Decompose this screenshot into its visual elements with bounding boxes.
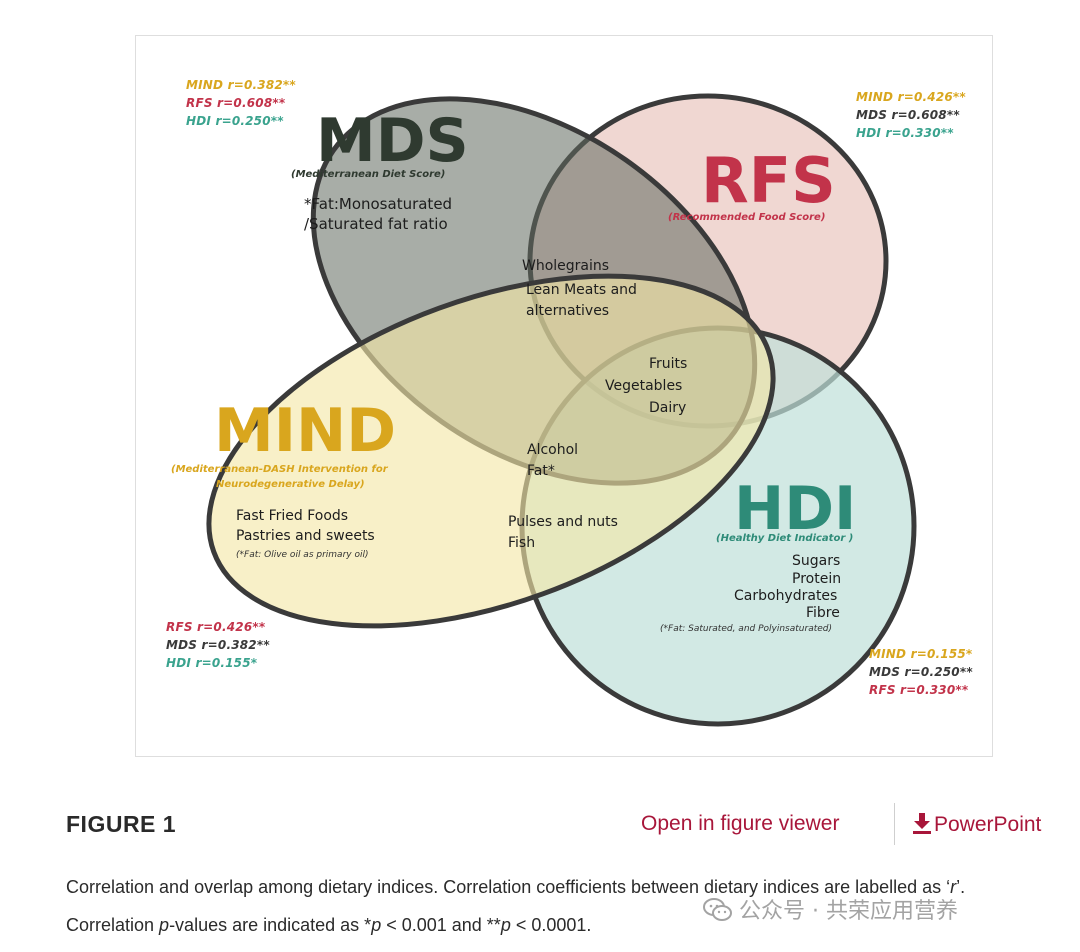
- rfs-subtitle: (Recommended Food Score): [668, 212, 826, 223]
- mind-fat-note: (*Fat: Olive oil as primary oil): [236, 550, 369, 560]
- hdi-correlations: MIND r=0.155* MDS r=0.250** RFS r=0.330*…: [869, 645, 973, 699]
- rfs-corr-mind: MIND r=0.426**: [856, 90, 966, 104]
- mds-note-2: /Saturated fat ratio: [304, 215, 448, 233]
- mind-correlations: RFS r=0.426** MDS r=0.382** HDI r=0.155*: [166, 618, 270, 672]
- hdi-title: HDI: [734, 474, 857, 544]
- caption-text-3: -values are indicated as *: [169, 915, 372, 935]
- figure-image: MIND r=0.382** RFS r=0.608** HDI r=0.250…: [135, 35, 993, 757]
- caption-text-2: ’. Correlation: [66, 877, 966, 935]
- overlap-fat: Fat*: [527, 463, 555, 479]
- mind-item-fast-fried: Fast Fried Foods: [236, 508, 349, 524]
- mind-subtitle-2: Neurodegenerative Delay): [216, 479, 365, 490]
- figure-caption: Correlation and overlap among dietary in…: [66, 868, 1056, 944]
- rfs-corr-mds: MDS r=0.608**: [856, 108, 960, 122]
- hdi-item-fibre: Fibre: [806, 605, 840, 621]
- hdi-item-protein: Protein: [792, 571, 842, 587]
- overlap-wholegrains: Wholegrains: [522, 258, 610, 274]
- caption-text-5: < 0.0001.: [510, 915, 592, 935]
- overlap-dairy: Dairy: [649, 400, 687, 416]
- download-icon: [912, 812, 932, 840]
- overlap-pulses-nuts: Pulses and nuts: [508, 514, 618, 530]
- mind-subtitle-1: (Mediterranean-DASH Intervention for: [171, 464, 388, 475]
- overlap-alcohol: Alcohol: [527, 442, 579, 458]
- caption-text-1: Correlation and overlap among dietary in…: [66, 877, 951, 897]
- overlap-fish: Fish: [508, 535, 536, 551]
- overlap-lean-meats-1: Lean Meats and: [526, 282, 637, 298]
- rfs-corr-hdi: HDI r=0.330**: [856, 126, 954, 140]
- rfs-correlations: MIND r=0.426** MDS r=0.608** HDI r=0.330…: [856, 88, 966, 142]
- mds-corr-hdi: HDI r=0.250**: [186, 114, 284, 128]
- hdi-corr-rfs: RFS r=0.330**: [869, 683, 969, 697]
- mind-ellipse: [206, 273, 776, 629]
- venn-diagram: [206, 93, 917, 727]
- hdi-corr-mind: MIND r=0.155*: [869, 647, 973, 661]
- powerpoint-label: PowerPoint: [934, 813, 1042, 836]
- overlap-vegetables: Vegetables: [605, 378, 683, 394]
- caption-r: r: [950, 877, 957, 897]
- caption-p2: p: [371, 915, 382, 935]
- mds-note-1: *Fat:Monosaturated: [304, 195, 453, 213]
- mind-item-pastries: Pastries and sweets: [236, 528, 375, 544]
- wechat-watermark: 公众号 · 共荣应用营养: [703, 893, 958, 929]
- rfs-title: RFS: [701, 144, 836, 217]
- mds-corr-rfs: RFS r=0.608**: [186, 96, 286, 110]
- hdi-item-sugars: Sugars: [792, 553, 841, 569]
- mind-corr-hdi: HDI r=0.155*: [166, 656, 258, 670]
- mds-corr-mind: MIND r=0.382**: [186, 78, 296, 92]
- overlap-lean-meats-2: alternatives: [526, 303, 610, 319]
- powerpoint-link[interactable]: PowerPoint: [912, 812, 1041, 840]
- hdi-fat-note: (*Fat: Saturated, and Polyinsaturated): [660, 624, 833, 634]
- watermark-text: 公众号 · 共荣应用营养: [739, 899, 958, 924]
- mds-correlations: MIND r=0.382** RFS r=0.608** HDI r=0.250…: [186, 76, 296, 130]
- mds-title: MDS: [316, 106, 469, 176]
- caption-p: p: [159, 915, 170, 935]
- hdi-item-carbohydrates: Carbohydrates: [734, 588, 838, 604]
- link-divider: [894, 803, 895, 845]
- mind-corr-mds: MDS r=0.382**: [166, 638, 270, 652]
- overlap-fruits: Fruits: [649, 356, 688, 372]
- mind-title: MIND: [214, 396, 397, 466]
- figure-title: FIGURE 1: [66, 811, 177, 837]
- wechat-icon: [703, 897, 733, 929]
- mind-corr-rfs: RFS r=0.426**: [166, 620, 266, 634]
- caption-p3: p: [500, 915, 511, 935]
- hdi-subtitle: (Healthy Diet Indicator ): [716, 533, 854, 544]
- hdi-corr-mds: MDS r=0.250**: [869, 665, 973, 679]
- caption-text-4: < 0.001 and **: [381, 915, 501, 935]
- open-figure-viewer-link[interactable]: Open in figure viewer: [641, 812, 840, 835]
- mds-subtitle: (Mediterranean Diet Score): [291, 169, 446, 180]
